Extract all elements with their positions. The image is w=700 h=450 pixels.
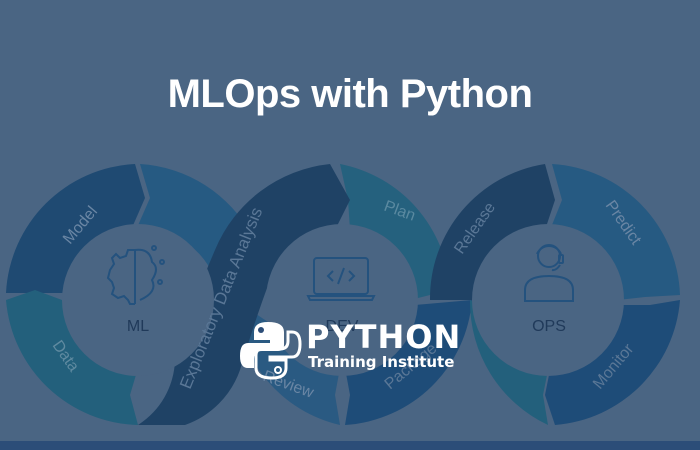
python-logo-icon xyxy=(240,322,302,380)
cycle-label-ml: ML xyxy=(127,318,149,335)
bottom-bar xyxy=(0,441,700,450)
laptop-code-icon xyxy=(306,257,376,301)
logo-name: PYTHON xyxy=(306,318,462,356)
eda-band xyxy=(138,164,350,425)
support-agent-icon xyxy=(524,244,574,302)
page-title: MLOps with Python xyxy=(167,72,533,116)
cycle-label-dev: DEV xyxy=(326,318,359,335)
brain-gear-icon xyxy=(106,245,165,305)
logo-tagline: Training Institute xyxy=(308,353,455,371)
cycle-label-ops: OPS xyxy=(532,318,566,335)
python-training-institute-logo: PYTHON Training Institute xyxy=(238,318,468,384)
